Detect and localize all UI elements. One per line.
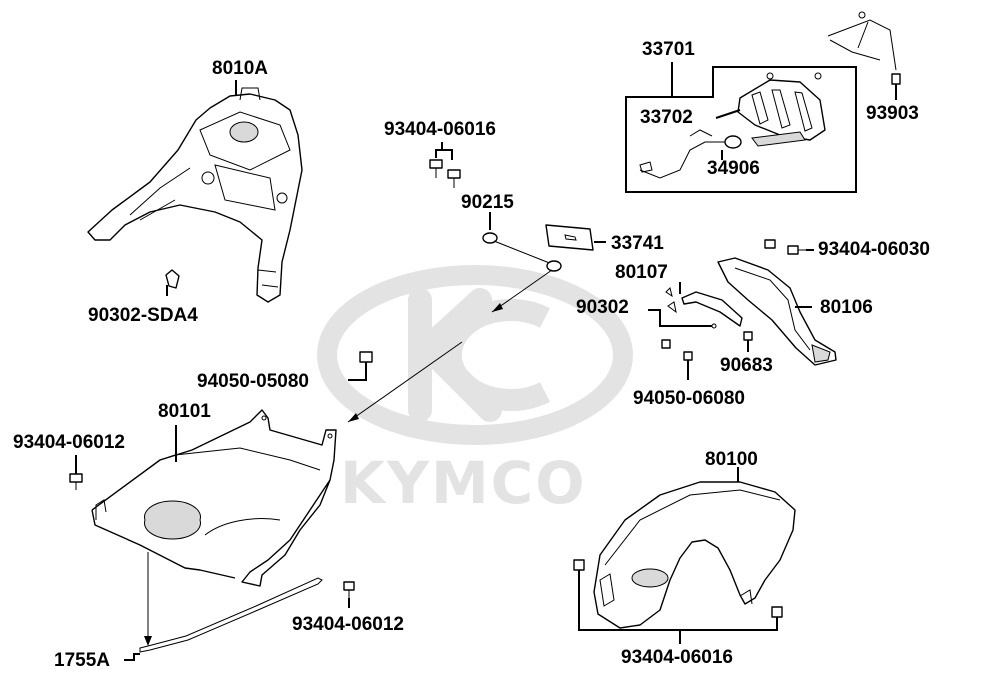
label-80107: 80107 [615, 262, 668, 283]
part-1755A-drawing [124, 552, 323, 661]
label-1755A: 1755A [54, 650, 110, 671]
bolt-93404-06030 [764, 239, 814, 255]
part-90302-SDA4-drawing [165, 269, 180, 296]
label-93404-06012-bottom: 93404-06012 [292, 614, 404, 635]
label-90683: 90683 [720, 355, 773, 376]
kymco-logo-watermark [317, 265, 633, 445]
bolt-93404-06012-left [69, 455, 83, 490]
label-93404-06030: 93404-06030 [818, 239, 930, 260]
label-33701: 33701 [642, 39, 695, 60]
label-94050-06080: 94050-06080 [633, 388, 745, 409]
part-80101-drawing [91, 409, 337, 587]
part-33741-drawing [545, 224, 606, 251]
label-33741: 33741 [611, 233, 664, 254]
part-8010A-drawing [87, 87, 303, 303]
label-93404-06016-top: 93404-06016 [384, 119, 496, 140]
part-93903-drawing [827, 11, 901, 100]
label-80101: 80101 [158, 401, 211, 422]
bolts-93404-06016-bottom [573, 559, 783, 644]
part-90215-drawing [482, 212, 562, 272]
label-80100: 80100 [705, 449, 758, 470]
bolt-93404-06012-bottom [343, 581, 355, 608]
kymco-watermark-text: KYMCO [340, 449, 587, 517]
label-94050-05080: 94050-05080 [197, 371, 309, 392]
label-80106: 80106 [820, 297, 873, 318]
bolt-90683 [743, 331, 753, 352]
part-80107-drawing [679, 282, 743, 327]
part-80106-drawing [717, 257, 837, 366]
assembly-arrows [347, 269, 553, 423]
label-93903: 93903 [866, 103, 919, 124]
label-93404-06012-left: 93404-06012 [13, 432, 125, 453]
bolts-93404-06016-top [429, 142, 461, 188]
label-90302: 90302 [576, 297, 629, 318]
label-90215: 90215 [461, 192, 514, 213]
clips-90302 [648, 287, 717, 329]
bolt-94050-06080 [661, 339, 693, 380]
bolt-94050-05080 [348, 351, 373, 381]
label-34906: 34906 [707, 158, 760, 179]
label-93404-06016-bottom: 93404-06016 [621, 647, 733, 668]
label-8010A: 8010A [212, 58, 268, 79]
part-80100-drawing [593, 467, 796, 629]
part-33701-box [625, 62, 857, 193]
label-33702: 33702 [640, 107, 693, 128]
label-90302-SDA4: 90302-SDA4 [88, 305, 198, 326]
